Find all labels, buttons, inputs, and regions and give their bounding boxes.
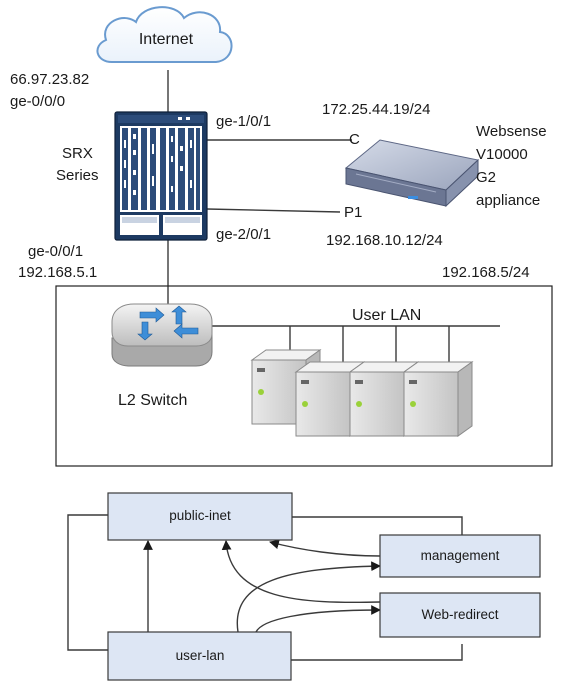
websense-appliance xyxy=(344,139,480,208)
websense-name-line2: V10000 xyxy=(476,146,528,163)
srx-name-line2: Series xyxy=(56,167,99,184)
lan-subnet-label: 192.168.5/24 xyxy=(442,264,530,281)
srx-internal-ip: 192.168.5.1 xyxy=(18,264,97,281)
zone-user-lan-label: user-lan xyxy=(176,648,225,663)
l2-switch-label: L2 Switch xyxy=(118,392,187,409)
websense-port-c: C xyxy=(349,131,360,148)
websense-name-line4: appliance xyxy=(476,192,540,209)
zone-public-inet: public-inet xyxy=(107,492,293,541)
srx-name-line1: SRX xyxy=(62,145,93,162)
websense-ip-p1: 192.168.10.12/24 xyxy=(326,232,443,249)
internet-cloud: Internet xyxy=(96,6,233,63)
srx-internal-port: ge-0/0/1 xyxy=(28,243,83,260)
arrow-webredirect-to-public xyxy=(221,540,381,604)
zone-web-redirect: Web-redirect xyxy=(379,592,541,638)
websense-name-line1: Websense xyxy=(476,123,547,140)
srx-external-port: ge-0/0/0 xyxy=(10,93,65,110)
srx-port-ge-1-0-1: ge-1/0/1 xyxy=(216,113,271,130)
user-lan-label: User LAN xyxy=(352,307,421,324)
server-4 xyxy=(402,361,474,437)
srx-to-websense-p1-link xyxy=(206,208,341,213)
srx-external-ip: 66.97.23.82 xyxy=(10,71,89,88)
zone-outer-link-right xyxy=(292,516,463,535)
zone-user-lan: user-lan xyxy=(107,631,292,681)
zone-management-label: management xyxy=(421,548,500,563)
internet-label: Internet xyxy=(139,31,194,48)
arrow-management-to-public xyxy=(269,539,381,557)
zone-public-inet-label: public-inet xyxy=(169,508,231,523)
l2-switch xyxy=(111,303,213,367)
lan-enclosure xyxy=(55,285,553,467)
websense-name-line3: G2 xyxy=(476,169,496,186)
arrow-userlan-to-management xyxy=(236,561,381,633)
zone-web-redirect-label: Web-redirect xyxy=(421,607,498,622)
srx-firewall-device xyxy=(114,111,208,241)
websense-port-p1: P1 xyxy=(344,204,362,221)
srx-line-cards xyxy=(122,128,200,210)
arrow-userlan-to-webredirect xyxy=(255,605,381,633)
zone-management: management xyxy=(379,534,541,578)
zone-outer-link-bottom xyxy=(291,644,463,661)
zone-outer-link-left xyxy=(67,514,108,651)
websense-ip-c: 172.25.44.19/24 xyxy=(322,101,430,118)
srx-port-ge-2-0-1: ge-2/0/1 xyxy=(216,226,271,243)
